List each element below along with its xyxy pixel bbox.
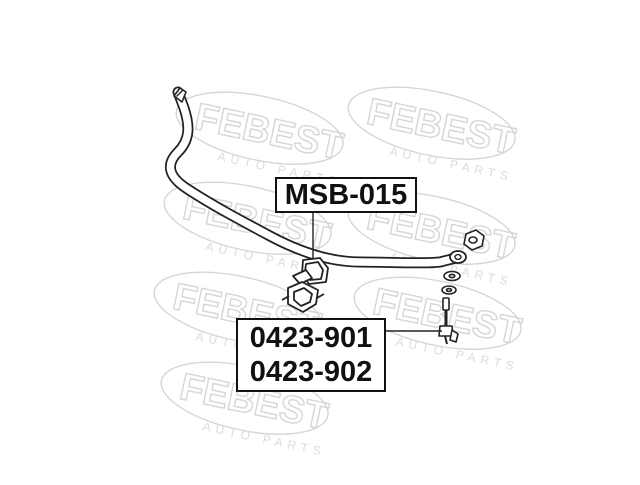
link-hardware: [441, 229, 485, 295]
watermark-brand: FEBEST: [191, 96, 346, 168]
stabilizer-bar: [165, 86, 467, 269]
part-number-0423-901: 0423-901: [249, 322, 373, 354]
part-number-0423-902: 0423-902: [249, 356, 373, 388]
stabilizer-link: [438, 297, 459, 345]
part-number-msb-015: MSB-015: [284, 179, 408, 211]
part-number-label-link: 0423-901 0423-902: [236, 318, 386, 392]
bushing-bracket: [281, 269, 325, 313]
watermark-febest: FEBEST AUTO PARTS: [175, 91, 347, 189]
leader-lines: [312, 213, 442, 332]
watermark-febest: FEBEST AUTO PARTS: [347, 86, 519, 184]
watermark-layer: FEBEST AUTO PARTS FEBEST AUTO PARTS FEBE…: [153, 86, 525, 459]
watermark-brand: FEBEST: [363, 91, 518, 163]
part-number-label-bushing: MSB-015: [275, 177, 417, 213]
